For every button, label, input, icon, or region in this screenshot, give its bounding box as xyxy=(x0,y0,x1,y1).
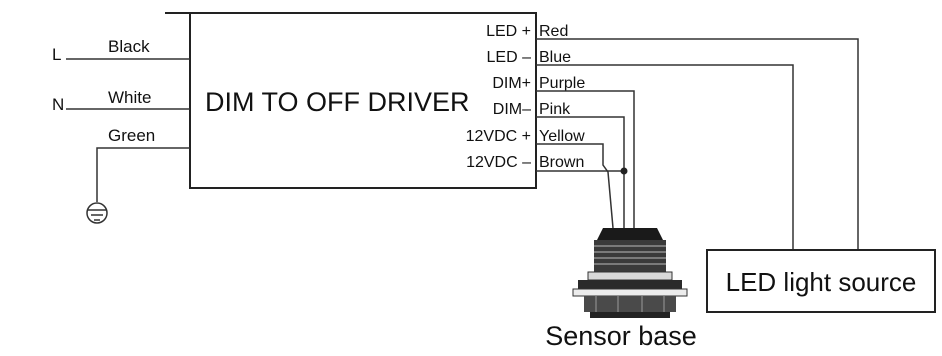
wire-red xyxy=(536,38,859,250)
pin-led-plus: LED + xyxy=(486,23,531,40)
wire-ground xyxy=(96,147,190,202)
pin-dim-minus: DIM– xyxy=(493,101,531,118)
terminal-n-label: N xyxy=(52,95,64,114)
wire-blue xyxy=(536,64,794,250)
pin-12vdc-minus: 12VDC – xyxy=(466,154,531,171)
wire-red-label: Red xyxy=(539,23,568,40)
wire-pink-label: Pink xyxy=(539,101,571,118)
wire-yellow-label: Yellow xyxy=(539,128,585,145)
driver-title: DIM TO OFF DRIVER xyxy=(205,87,470,117)
sensor-base-icon xyxy=(572,228,688,318)
wire-purple-label: Purple xyxy=(539,75,585,92)
wire-green-label: Green xyxy=(108,126,155,145)
led-source-label: LED light source xyxy=(726,267,917,297)
junction-dot xyxy=(620,167,628,175)
driver-box xyxy=(189,12,537,189)
wire-brown-label: Brown xyxy=(539,154,584,171)
pin-led-minus: LED – xyxy=(487,49,532,66)
pin-dim-plus: DIM+ xyxy=(492,75,531,92)
wire-yellow xyxy=(536,143,614,229)
sensor-base-label: Sensor base xyxy=(545,321,697,351)
led-source-box xyxy=(706,249,936,313)
wire-purple xyxy=(536,90,635,228)
pin-12vdc-plus: 12VDC + xyxy=(466,128,531,145)
wire-blue-label: Blue xyxy=(539,49,571,66)
wire-pink xyxy=(536,116,625,228)
wire-black-label: Black xyxy=(108,37,150,56)
ground-icon xyxy=(86,202,108,224)
terminal-l-label: L xyxy=(52,45,61,64)
wire-white-label: White xyxy=(108,88,151,107)
